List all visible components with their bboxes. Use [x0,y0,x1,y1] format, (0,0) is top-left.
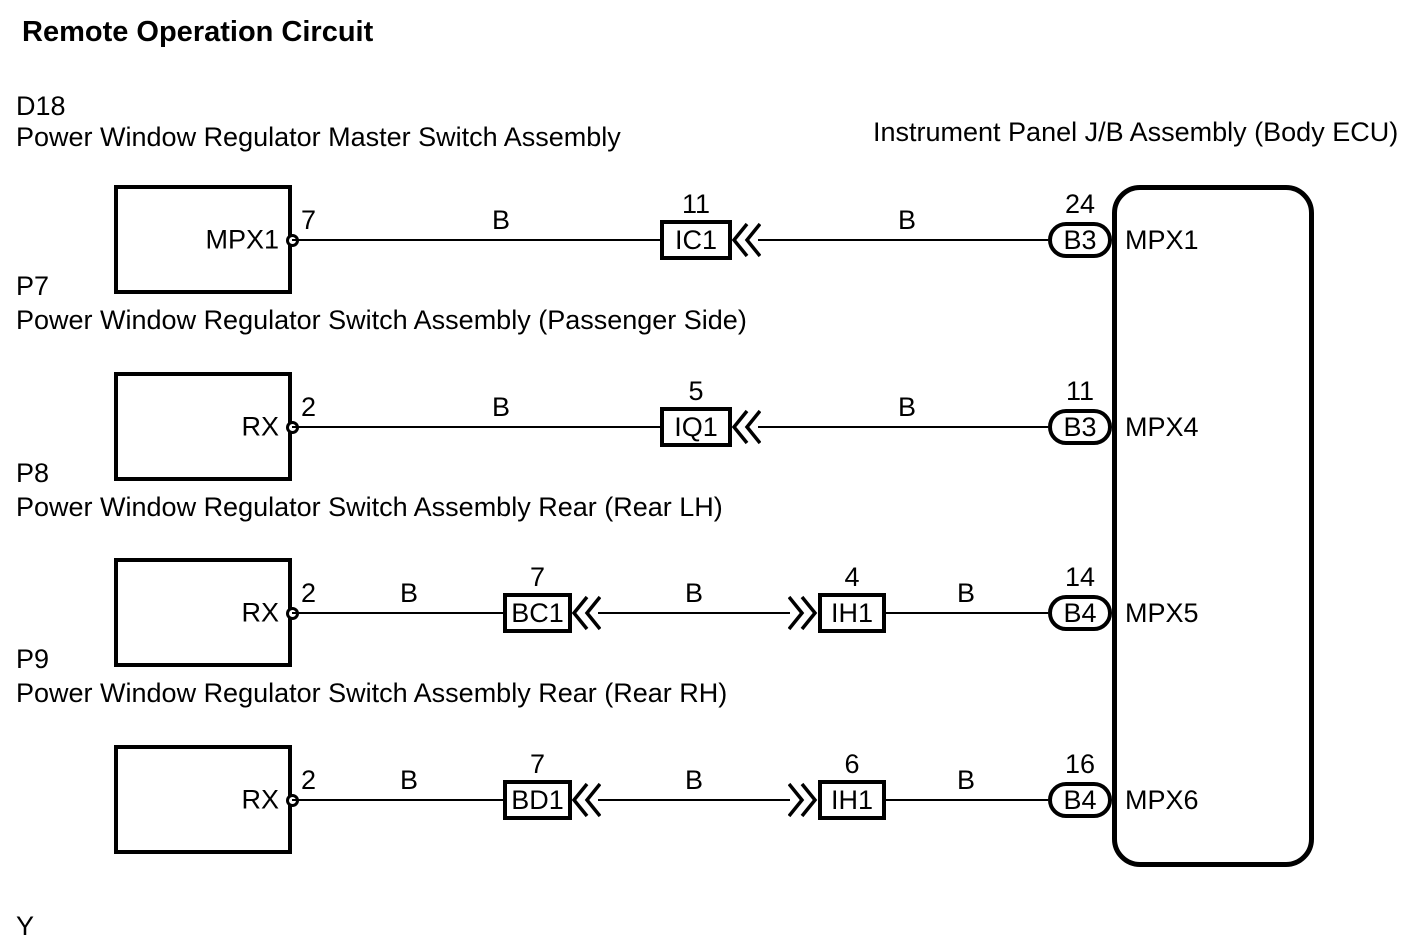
jb-connector-code: B4 [1063,784,1097,815]
wire-color-label: B [957,765,976,795]
component-description-p7: Power Window Regulator Switch Assembly (… [16,305,747,335]
inline-connector-box: IH1 [818,780,886,820]
wire-color-label: B [400,765,419,795]
connector-code: BC1 [511,597,564,628]
chevron-left-icon [731,222,761,258]
connector-number: 7 [529,749,546,779]
wire-color-label: B [957,578,976,608]
connector-number: 7 [529,562,546,592]
connector-code: IC1 [674,224,718,255]
wire-color-label: B [400,578,419,608]
inline-connector-box: BC1 [503,593,572,633]
chevron-right-icon [788,595,818,631]
pin-number: 2 [301,765,317,795]
component-box: RX [114,372,292,481]
connector-code: IH1 [830,784,874,815]
jb-connector-number: 16 [1064,749,1096,779]
connector-code: IQ1 [674,411,718,442]
jb-connector-oval: B4 [1048,595,1112,631]
jb-connector-oval: B3 [1048,222,1112,258]
chevron-left-icon [571,595,601,631]
component-description-p8: Power Window Regulator Switch Assembly R… [16,492,723,522]
inline-connector-box: BD1 [503,780,572,820]
wire-segment [758,239,1048,241]
component-code-p9: P9 [16,644,50,674]
jb-connector-code: B3 [1063,224,1097,255]
chevron-left-icon [731,409,761,445]
jb-assembly-header: Instrument Panel J/B Assembly (Body ECU) [873,117,1399,147]
page-title: Remote Operation Circuit [22,16,374,48]
component-box: MPX1 [114,185,292,294]
inline-connector-box: IQ1 [660,407,732,447]
component-pin-label: MPX1 [205,224,279,254]
component-pin-label: RX [241,784,279,814]
pin-number: 2 [301,578,317,608]
jb-connector-code: B3 [1063,411,1097,442]
footer-note: Y [16,911,35,941]
connector-number: 6 [844,749,860,779]
connector-number: 11 [681,189,711,219]
jb-pin-label: MPX5 [1125,598,1199,628]
wire-segment [292,799,503,801]
jb-connector-oval: B4 [1048,782,1112,818]
jb-connector-code: B4 [1063,597,1097,628]
jb-connector-oval: B3 [1048,409,1112,445]
connector-number: 5 [688,376,704,406]
wire-color-label: B [685,765,704,795]
wire-segment [292,426,660,428]
component-code-d18: D18 [16,91,66,121]
jb-pin-label: MPX1 [1125,225,1199,255]
wire-segment [598,612,790,614]
jb-connector-number: 24 [1064,189,1096,219]
jb-pin-label: MPX6 [1125,785,1199,815]
chevron-left-icon [571,782,601,818]
wire-segment [292,239,660,241]
wire-color-label: B [492,205,511,235]
jb-connector-number: 11 [1065,376,1095,406]
wire-color-label: B [685,578,704,608]
component-code-p8: P8 [16,458,50,488]
connector-code: IH1 [830,597,874,628]
jb-connector-number: 14 [1064,562,1096,592]
component-pin-label: RX [241,597,279,627]
wire-color-label: B [898,392,917,422]
wire-segment [598,799,790,801]
jb-pin-label: MPX4 [1125,412,1199,442]
pin-number: 7 [301,205,317,235]
inline-connector-box: IC1 [660,220,732,260]
wire-segment [758,426,1048,428]
component-box: RX [114,558,292,667]
pin-number: 2 [301,392,317,422]
jb-assembly-box [1112,185,1314,867]
wire-segment [886,799,1048,801]
inline-connector-box: IH1 [818,593,886,633]
wire-color-label: B [492,392,511,422]
wire-segment [292,612,503,614]
chevron-right-icon [788,782,818,818]
connector-code: BD1 [511,784,564,815]
component-box: RX [114,745,292,854]
wire-segment [886,612,1048,614]
component-description-p9: Power Window Regulator Switch Assembly R… [16,678,728,708]
wire-color-label: B [898,205,917,235]
component-pin-label: RX [241,411,279,441]
component-code-p7: P7 [16,271,50,301]
connector-number: 4 [844,562,860,592]
component-description-d18: Power Window Regulator Master Switch Ass… [16,122,621,152]
